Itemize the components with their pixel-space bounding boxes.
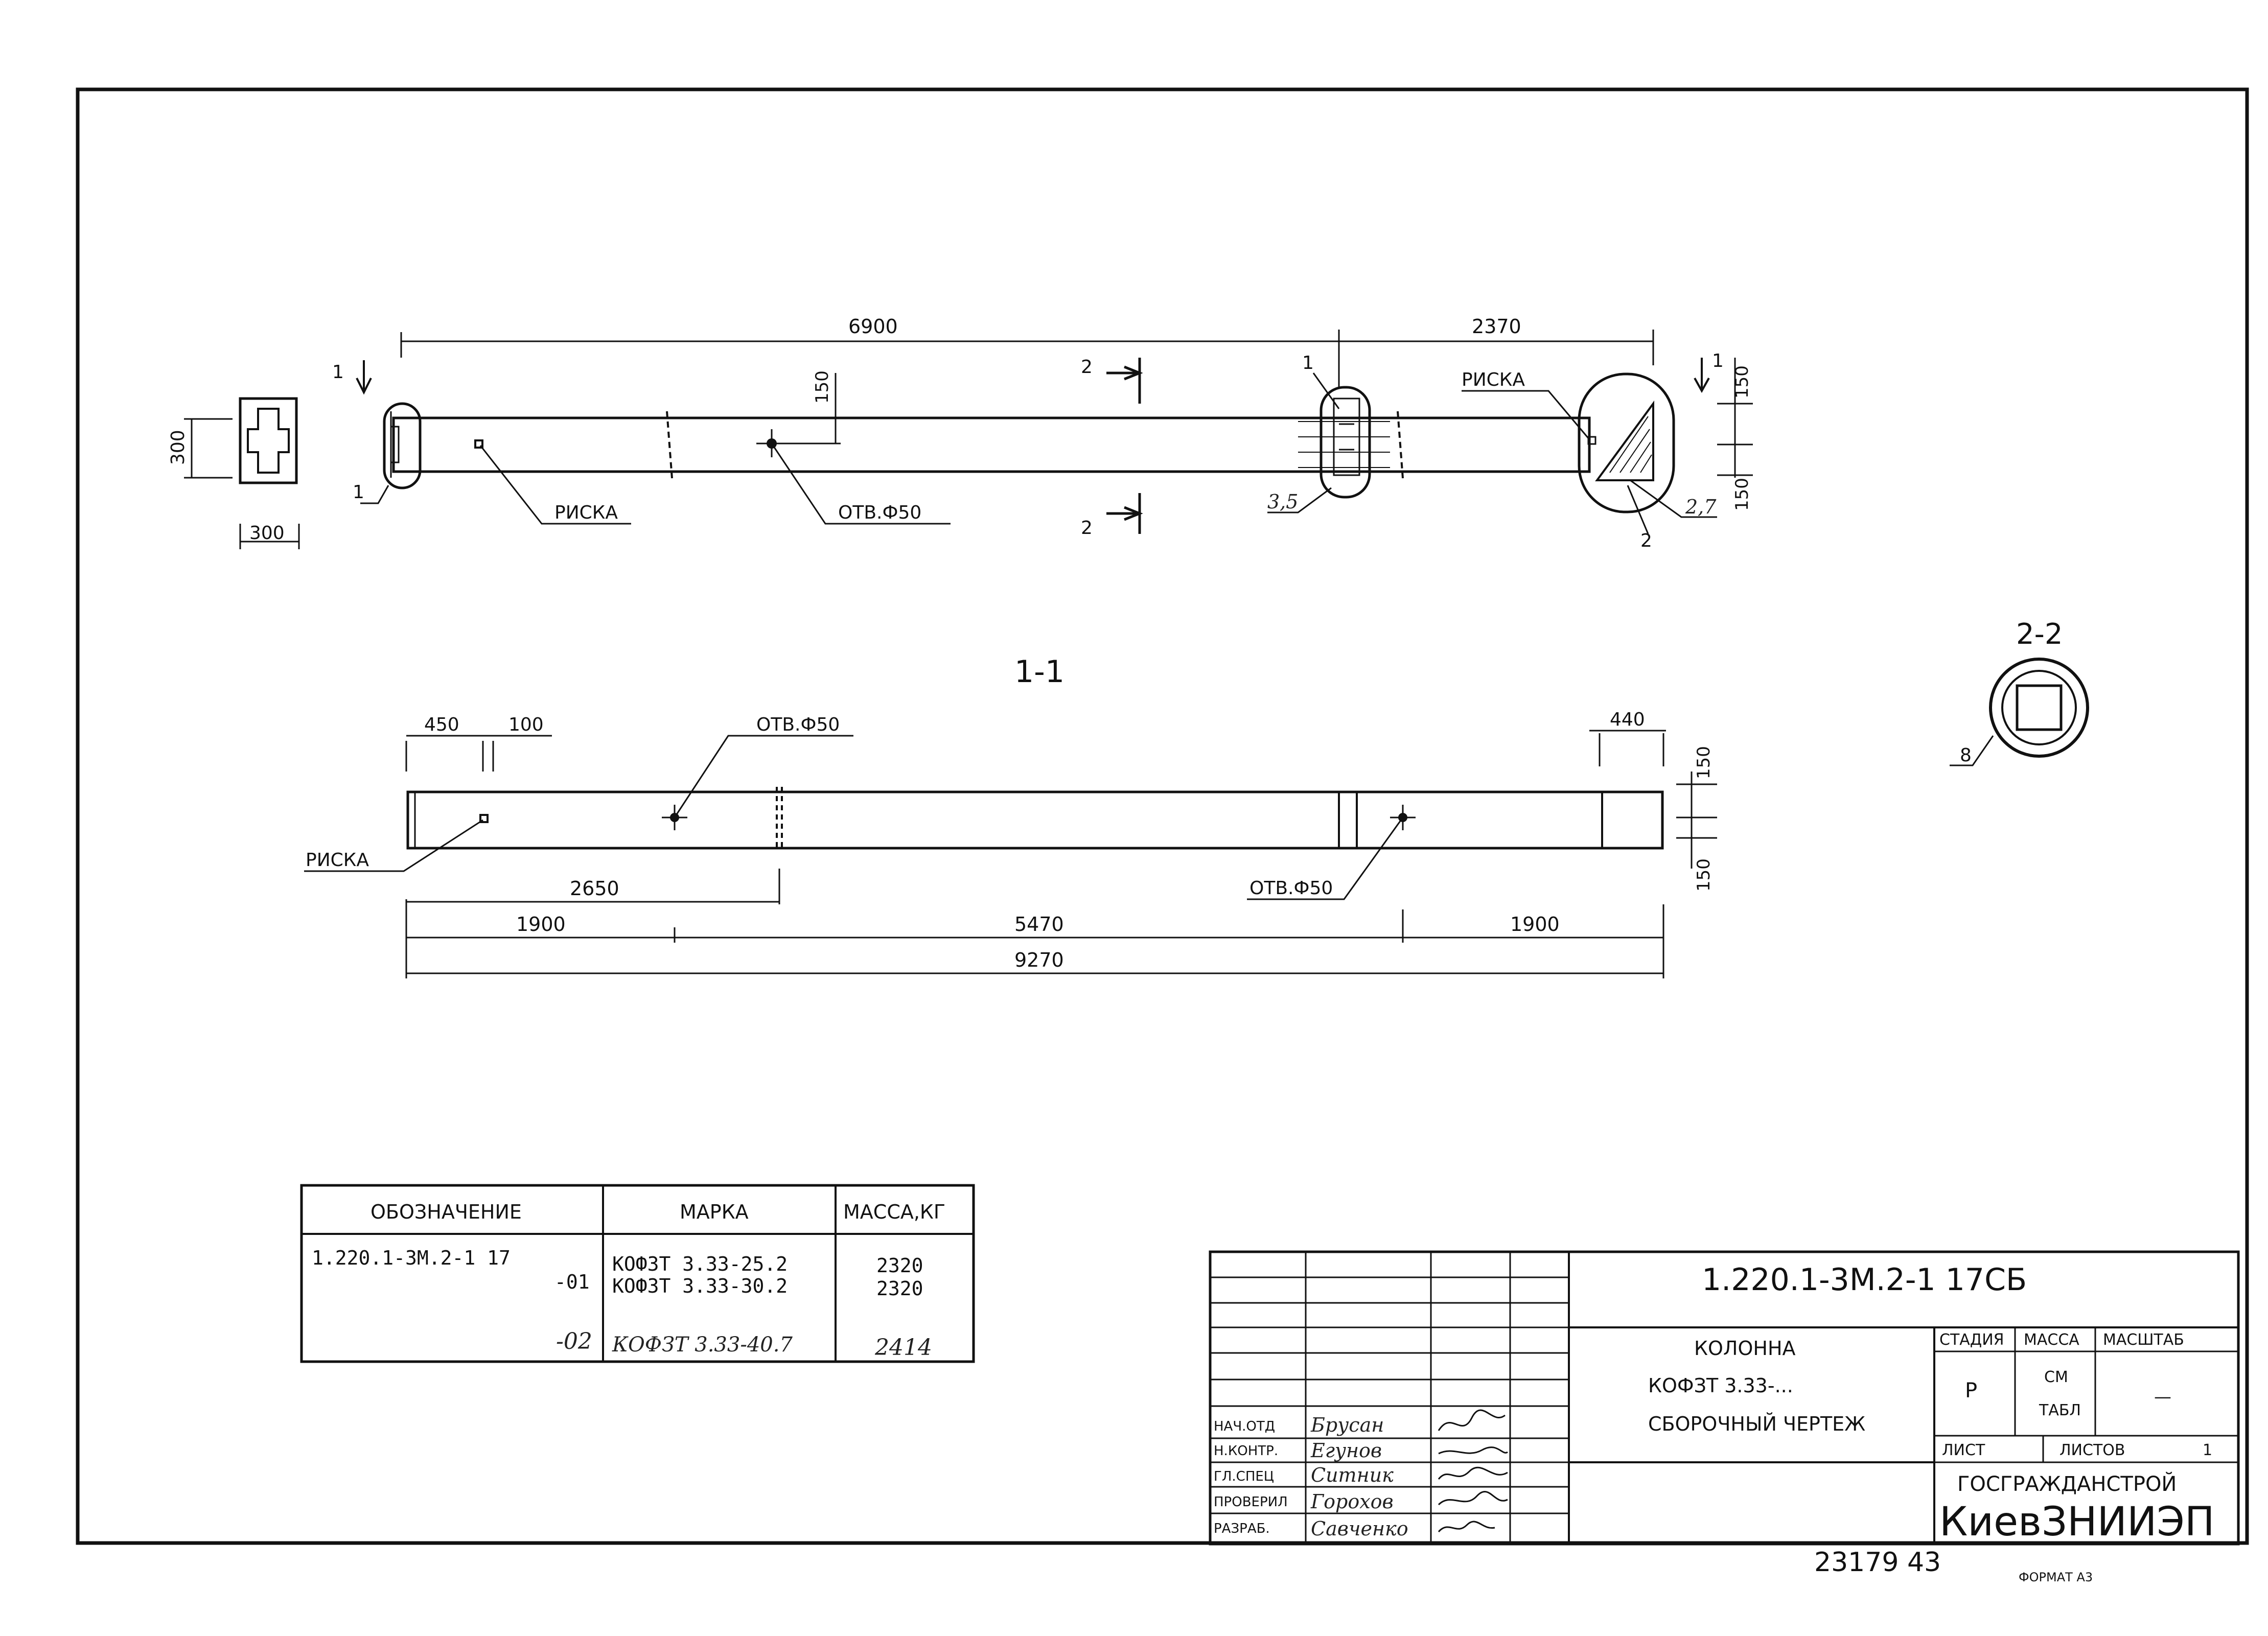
sheets-label: ЛИСТОВ	[2059, 1441, 2125, 1459]
org-line-1: ГОСГРАЖДАНСТРОЙ	[1957, 1471, 2177, 1496]
archive-number: 23179 43	[1814, 1547, 1941, 1578]
format-label: ФОРМАТ А3	[2019, 1570, 2093, 1584]
spec-row-1-mark: КОФЗТ 3.33-25.2	[612, 1253, 788, 1275]
doc-code: 1.220.1-3М.2-1 17СБ	[1702, 1262, 2027, 1298]
dim-section-h: 300	[168, 430, 189, 465]
spec-table: ОБОЗНАЧЕНИЕ МАРКА МАССА,КГ 1.220.1-3М.2-…	[300, 1184, 975, 1363]
top-view-beam	[392, 416, 1591, 473]
riska-left-label: РИСКА	[554, 502, 618, 523]
dim-100: 100	[508, 714, 544, 735]
section-2-2-callout: 8	[1960, 745, 1972, 766]
dim-right-150-bottom: 150	[1732, 478, 1752, 511]
callout-27: 2,7	[1685, 496, 1717, 518]
dim-1900-right: 1900	[1510, 913, 1560, 936]
sig-name-2: Егунов	[1310, 1439, 1382, 1462]
title-block: 1.220.1-3М.2-1 17СБ КОЛОННА КОФЗТ 3.33-.…	[1209, 1250, 2240, 1546]
dim-5470: 5470	[1014, 913, 1064, 936]
dim-1900-left: 1900	[516, 913, 566, 936]
dim-right-150-top: 150	[1732, 365, 1752, 399]
cut-1-left-bottom: 1	[353, 482, 364, 503]
riska-right-label: РИСКА	[1462, 369, 1525, 390]
break-line	[1397, 411, 1404, 479]
spec-row-3-designation: -02	[556, 1328, 592, 1354]
sig-role-3: ГЛ.СПЕЦ	[1214, 1469, 1274, 1484]
dim-2650: 2650	[570, 877, 619, 900]
spec-row-2-designation: -01	[554, 1271, 590, 1293]
cut-1-left-top: 1	[332, 362, 344, 383]
section-hole-left-label: ОТВ.Ф50	[756, 714, 840, 735]
mass-value-1: СМ	[2044, 1368, 2068, 1386]
dim-2370: 2370	[1472, 315, 1521, 338]
section-2-2: 2-2 8	[1950, 618, 2089, 766]
spec-row-3-mass: 2414	[874, 1335, 932, 1361]
sig-name-5: Савченко	[1311, 1517, 1408, 1540]
spec-header-mark: МАРКА	[680, 1201, 749, 1223]
riska-mark	[474, 439, 483, 449]
callout-2: 2	[1640, 530, 1652, 551]
mass-header: МАССА	[2024, 1331, 2079, 1349]
callout-1-top: 1	[1302, 353, 1314, 373]
section-riska-label: РИСКА	[306, 850, 369, 871]
section-300-sketch: 300 300	[168, 397, 300, 549]
section-1-1-beam	[406, 790, 1664, 850]
section-1-1-title: 1-1	[1014, 654, 1064, 690]
name-line-2: КОФЗТ 3.33-...	[1648, 1374, 1793, 1397]
dim-440: 440	[1610, 709, 1645, 730]
sig-name-3: Ситник	[1311, 1464, 1394, 1486]
scale-value: —	[2154, 1387, 2171, 1407]
section-hole-right-label: ОТВ.Ф50	[1249, 878, 1333, 899]
org-line-2: КиевЗНИИЭП	[1939, 1499, 2215, 1545]
spec-row-1-designation: 1.220.1-3М.2-1 17	[312, 1247, 511, 1269]
sheet-label: ЛИСТ	[1942, 1441, 1985, 1459]
right-end-detail	[1578, 372, 1675, 513]
dim-hole-offset: 150	[812, 370, 832, 404]
cut-1-right: 1	[1712, 350, 1724, 371]
sig-role-2: Н.КОНТР.	[1214, 1443, 1278, 1459]
sheet-frame	[76, 87, 2249, 1545]
spec-header-mass: МАССА,КГ	[843, 1201, 945, 1223]
scale-header: МАСШТАБ	[2103, 1331, 2184, 1349]
dim-9270: 9270	[1014, 949, 1064, 971]
cut-2-bottom: 2	[1081, 518, 1093, 539]
middle-detail	[1320, 386, 1371, 499]
dim-150-top: 150	[1694, 746, 1714, 779]
sig-role-1: НАЧ.ОТД	[1214, 1419, 1275, 1434]
break-line	[666, 411, 673, 479]
top-view: РИСКА ОТВ.Ф50 150 6900 2370 1 3,5 РИСКА	[332, 315, 1753, 551]
dim-450: 450	[424, 714, 459, 735]
dim-150-bottom: 150	[1694, 858, 1714, 892]
spec-header-designation: ОБОЗНАЧЕНИЕ	[371, 1201, 522, 1223]
stage-value: Р	[1965, 1379, 1977, 1403]
name-line-3: СБОРОЧНЫЙ ЧЕРТЕЖ	[1648, 1413, 1865, 1435]
sheets-value: 1	[2203, 1441, 2212, 1459]
handwritten-signatures	[1438, 1409, 1508, 1533]
sig-name-4: Горохов	[1310, 1490, 1394, 1513]
stage-header: СТАДИЯ	[1939, 1331, 2004, 1349]
spec-row-2-mark: КОФЗТ 3.33-30.2	[612, 1275, 788, 1297]
name-line-1: КОЛОННА	[1694, 1337, 1796, 1360]
cut-2-top: 2	[1081, 357, 1093, 378]
spec-row-2-mass: 2320	[876, 1277, 923, 1300]
spec-row-3-mark: КОФЗТ 3.33-40.7	[612, 1333, 793, 1357]
section-2-2-title: 2-2	[2016, 618, 2063, 651]
sig-name-1: Брусан	[1310, 1414, 1384, 1436]
hole-label: ОТВ.Ф50	[838, 502, 921, 523]
left-end-detail	[383, 402, 422, 489]
sig-role-5: РАЗРАБ.	[1214, 1521, 1270, 1536]
spec-row-1-mass: 2320	[876, 1254, 923, 1277]
dim-6900: 6900	[848, 315, 898, 338]
dim-section-w: 300	[249, 523, 285, 544]
section-1-1: 1-1 РИСКА ОТВ.Ф50 ОТВ.Ф50 450 100 440 15…	[304, 654, 1717, 978]
callout-35: 3,5	[1267, 490, 1298, 513]
sig-role-4: ПРОВЕРИЛ	[1214, 1494, 1288, 1510]
mass-value-2: ТАБЛ	[2039, 1401, 2081, 1419]
